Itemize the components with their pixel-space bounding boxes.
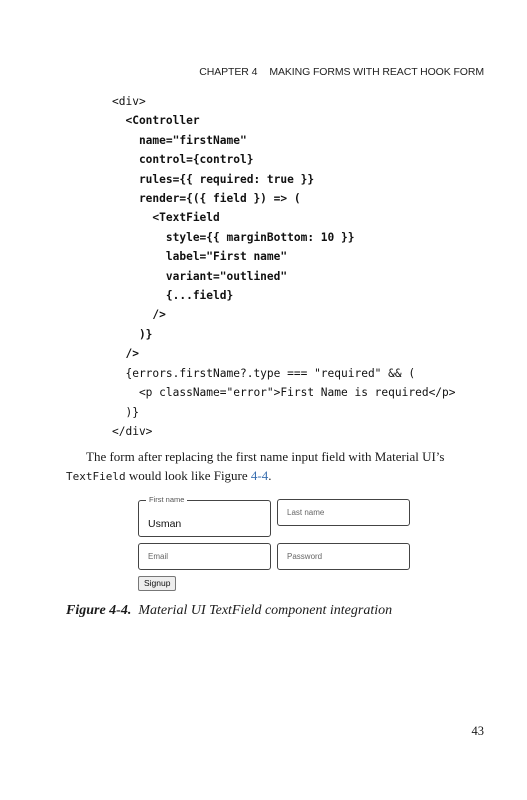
email-field[interactable]: Email [138,543,271,570]
code-line: rules={{ required: true }} [112,172,315,186]
code-line: <Controller [112,114,200,128]
password-field[interactable]: Password [277,543,410,570]
code-line: control={control} [112,153,254,167]
code-line: </div> [112,424,153,438]
code-line: label="First name" [112,250,288,264]
code-line: style={{ marginBottom: 10 }} [112,230,355,244]
running-header: CHAPTER 4 MAKING FORMS WITH REACT HOOK FO… [199,66,484,78]
code-line: variant="outlined" [112,269,288,283]
code-line: /> [112,308,166,322]
signup-button[interactable]: Signup [138,576,177,591]
code-line: {...field} [112,289,234,303]
inline-code: TextField [66,470,126,483]
chapter-number: CHAPTER 4 [199,66,258,78]
figure-caption-label: Figure 4-4. [66,603,132,618]
code-line: <TextField [112,211,220,225]
code-line: {errors.firstName?.type === "required" &… [112,366,416,380]
code-line: )} [112,327,153,341]
last-name-field[interactable]: Last name [277,499,410,526]
code-line: /> [112,347,139,361]
code-line: <div> [112,95,146,108]
first-name-label: First name [146,495,188,505]
code-line: name="firstName" [112,133,247,147]
code-line: render={({ field }) => ( [112,192,301,206]
code-block: <div> <Controller name="firstName" contr… [112,92,456,441]
chapter-title: MAKING FORMS WITH REACT HOOK FORM [269,66,484,78]
figure-form-screenshot: First name Usman Last name Email Passwor… [138,494,410,592]
figure-caption-text: Material UI TextField component integrat… [138,603,393,618]
first-name-value: Usman [148,518,182,530]
body-paragraph: The form after replacing the first name … [66,449,445,483]
code-line: <p className="error">First Name is requi… [112,386,456,400]
last-name-placeholder: Last name [287,508,325,517]
email-placeholder: Email [148,552,169,561]
figure-link[interactable]: 4-4 [250,468,269,483]
first-name-field[interactable]: First name Usman [138,495,271,537]
figure-caption: Figure 4-4. Material UI TextField compone… [66,603,392,619]
code-line: )} [112,405,139,419]
page-number: 43 [471,724,485,738]
password-placeholder: Password [287,552,323,561]
